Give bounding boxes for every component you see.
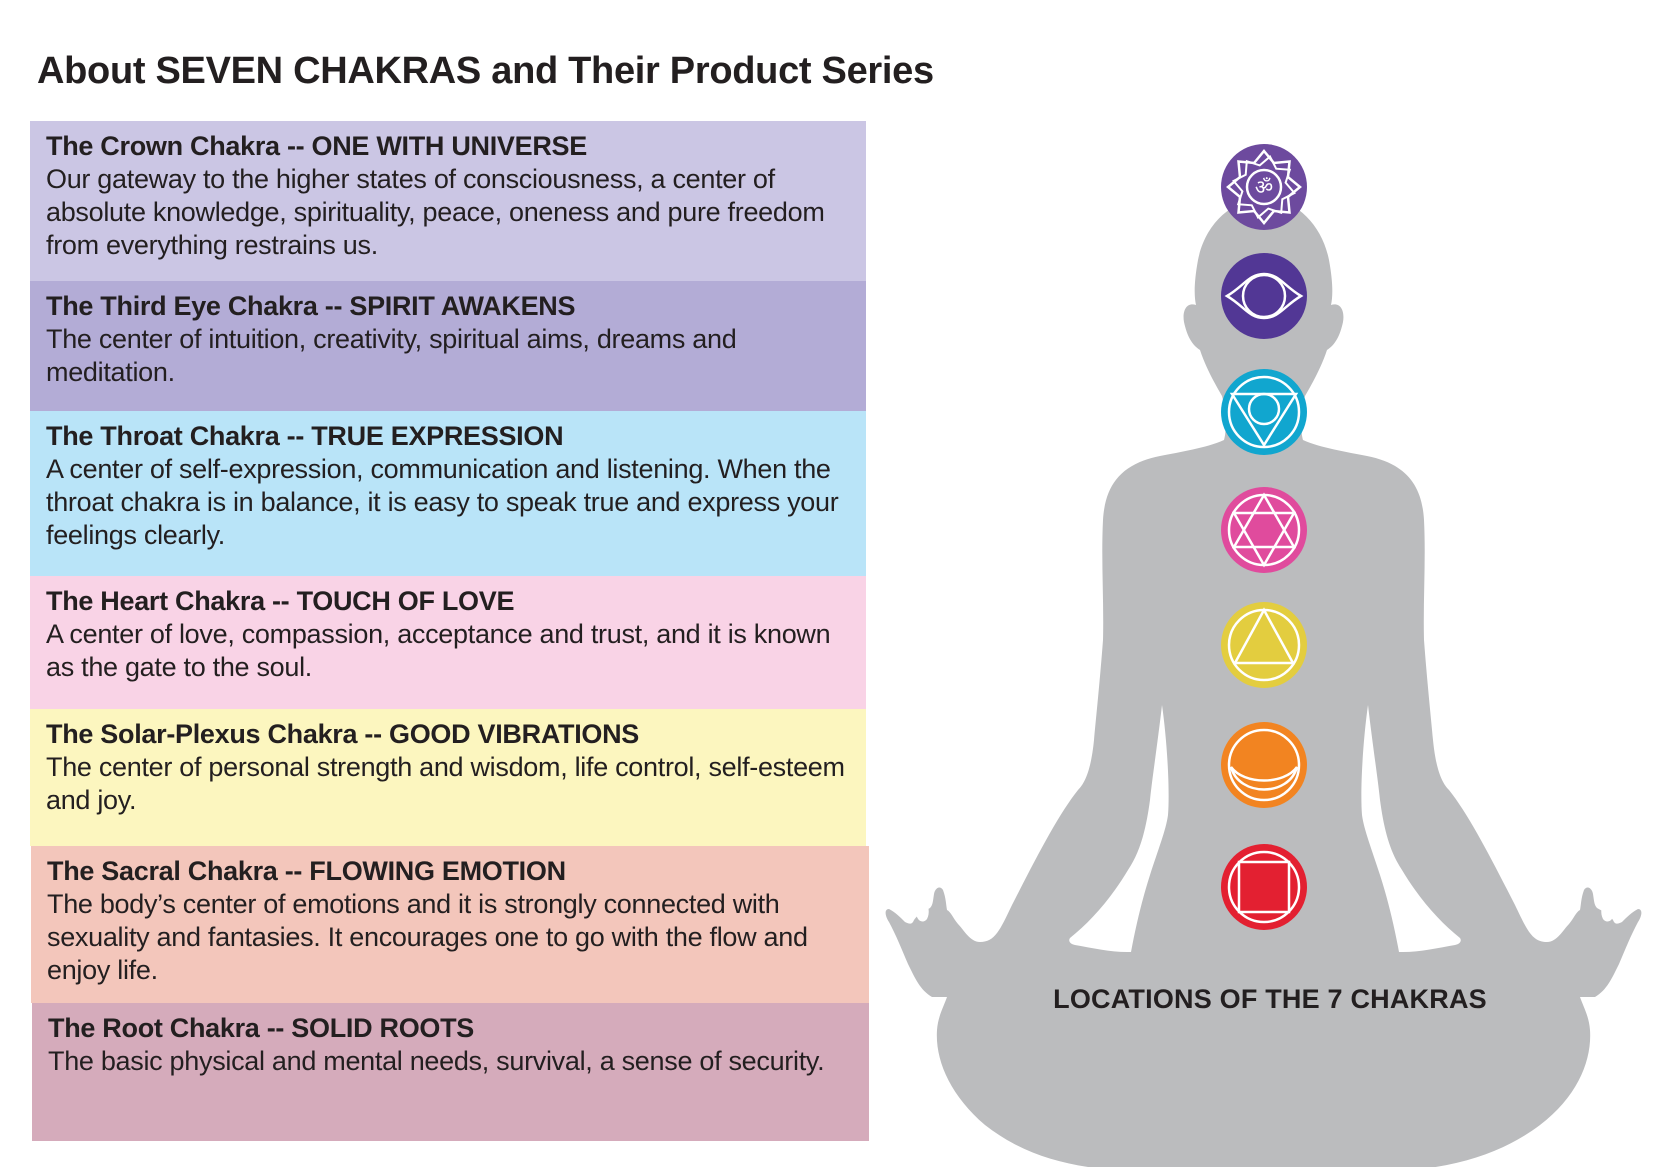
chakra-symbol-disc (1221, 487, 1307, 573)
up-triangle (1231, 492, 1297, 549)
om-glyph: ॐ (1255, 175, 1273, 199)
chakra-heading: The Throat Chakra -- TRUE EXPRESSION (46, 421, 564, 451)
chakra-symbol-disc (1221, 602, 1307, 688)
chakra-description: The body’s center of emotions and it is … (47, 889, 808, 985)
chakra-description: A center of love, compassion, acceptance… (46, 619, 831, 682)
left-arm-gap (1069, 705, 1169, 952)
om-ring (1245, 168, 1283, 206)
chakra-symbol-disc (1221, 722, 1307, 808)
chakra-symbol-disc (1221, 369, 1307, 455)
triangle-circle-icon (1221, 369, 1307, 455)
lotus-om-icon: ॐ (1221, 144, 1307, 230)
chakra-symbol-disc (1221, 253, 1307, 339)
chakra-heading: The Solar-Plexus Chakra -- GOOD VIBRATIO… (46, 719, 640, 749)
left-hand-hole (916, 900, 929, 922)
chakra-heading: The Heart Chakra -- TOUCH OF LOVE (46, 586, 515, 616)
triangle-icon (1221, 602, 1307, 688)
chakra-description: Our gateway to the higher states of cons… (46, 164, 825, 260)
square-icon (1221, 844, 1307, 930)
down-triangle (1231, 511, 1297, 568)
outer-ring (1227, 850, 1301, 924)
eye-iris (1241, 273, 1287, 319)
figure-caption: LOCATIONS OF THE 7 CHAKRAS (1053, 984, 1487, 1014)
chakra-symbol-disc (1221, 844, 1307, 930)
lotus-inner-petals (1232, 155, 1296, 219)
crescent-icon (1221, 722, 1307, 808)
chakra-description: The center of intuition, creativity, spi… (46, 324, 737, 387)
square (1237, 860, 1291, 914)
chakra-description: The center of personal strength and wisd… (46, 752, 845, 815)
outer-ring (1227, 728, 1301, 802)
crescent (1229, 766, 1299, 791)
chakra-description: A center of self-expression, communicati… (46, 454, 839, 550)
chakra-panel: The Solar-Plexus Chakra -- GOOD VIBRATIO… (30, 709, 866, 846)
page-title: About SEVEN CHAKRAS and Their Product Se… (37, 50, 934, 92)
hexagram-icon (1221, 487, 1307, 573)
eye-icon (1221, 253, 1307, 339)
right-hand-hole (1601, 900, 1614, 922)
chakra-heading: The Third Eye Chakra -- SPIRIT AWAKENS (46, 291, 576, 321)
right-arm-gap (1361, 705, 1461, 952)
chakra-heading: The Root Chakra -- SOLID ROOTS (48, 1013, 475, 1043)
chakra-description: The basic physical and mental needs, sur… (48, 1046, 825, 1076)
chakra-heading: The Sacral Chakra -- FLOWING EMOTION (47, 856, 566, 886)
chakra-heading: The Crown Chakra -- ONE WITH UNIVERSE (46, 131, 587, 161)
inner-circle (1247, 392, 1281, 426)
chakra-symbol-disc (1221, 144, 1307, 230)
triangle (1232, 607, 1296, 665)
